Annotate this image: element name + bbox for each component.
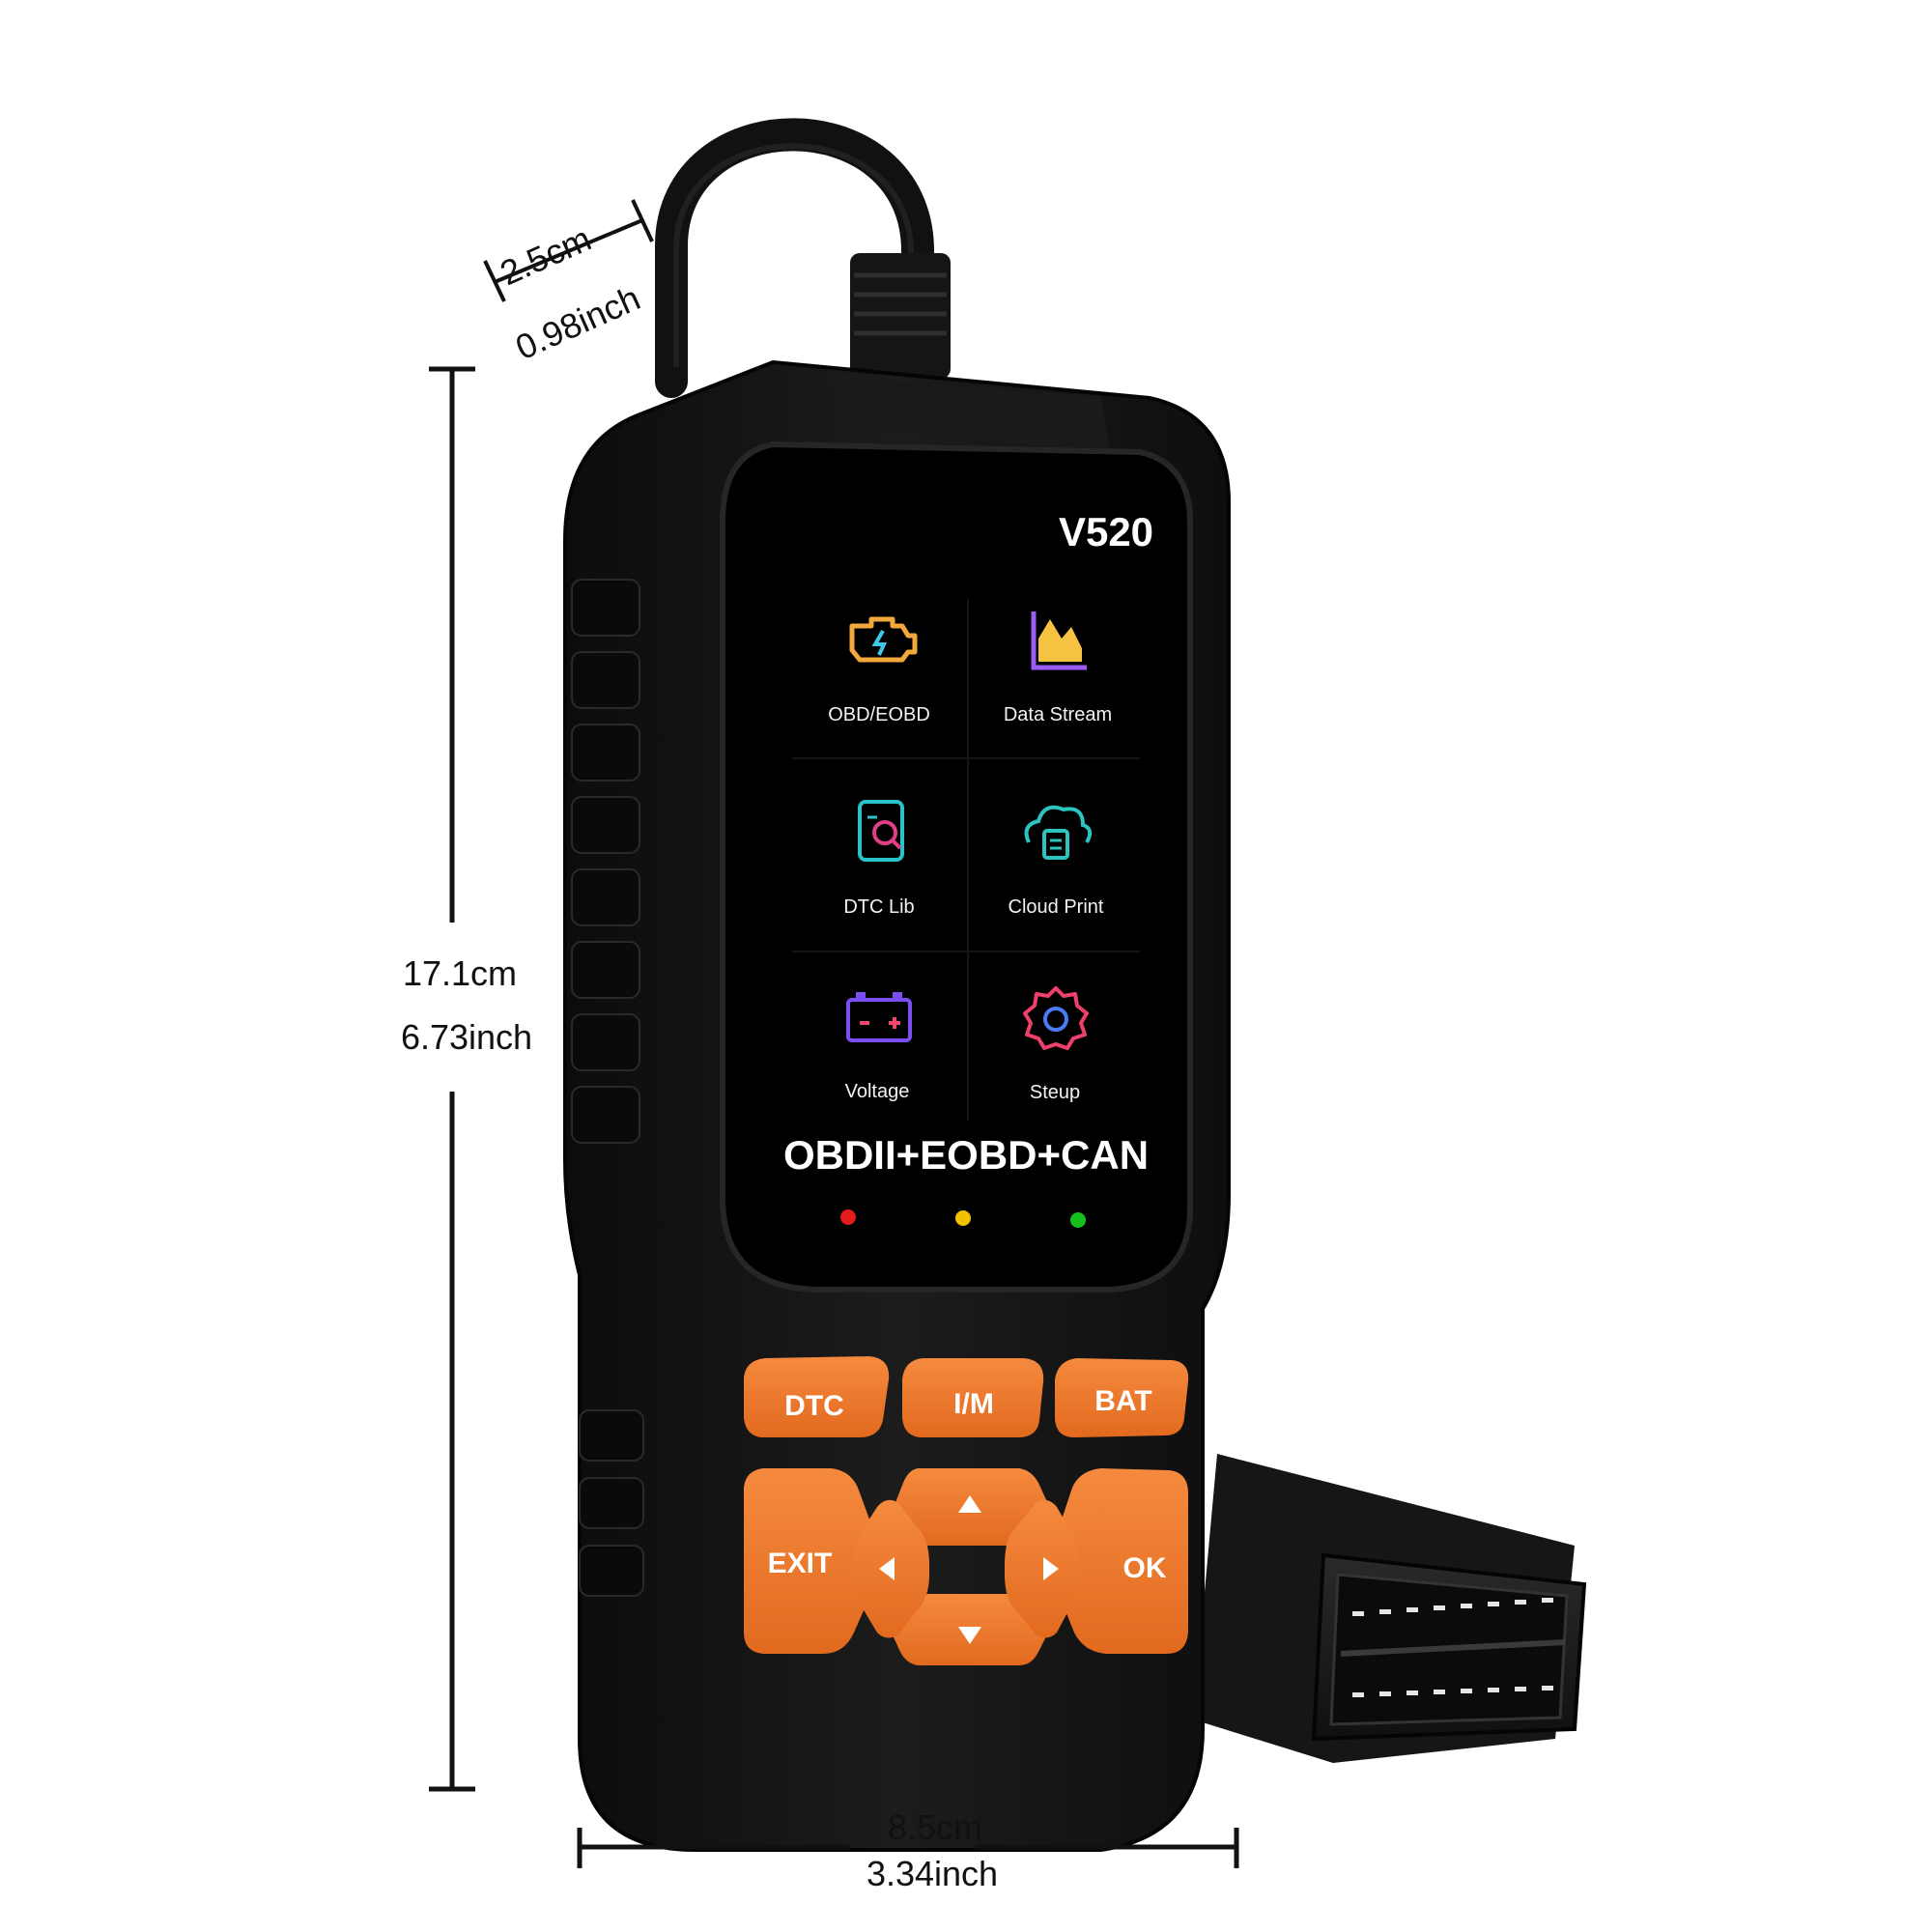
status-led-green bbox=[1070, 1212, 1086, 1228]
bat-button-label: BAT bbox=[1094, 1385, 1151, 1417]
ok-button[interactable]: OK bbox=[1050, 1468, 1188, 1654]
screen: V520 bbox=[720, 440, 1193, 1293]
cable bbox=[655, 118, 951, 398]
grip-ridges bbox=[571, 579, 644, 1597]
bat-button[interactable]: BAT bbox=[1055, 1358, 1189, 1437]
area-chart-icon[interactable] bbox=[1031, 611, 1087, 670]
depth-imperial-label: 0.98inch bbox=[510, 277, 646, 367]
right-arrow-icon bbox=[1043, 1557, 1059, 1580]
app-label-cloud-print: Cloud Print bbox=[1009, 896, 1104, 918]
engine-check-icon[interactable] bbox=[849, 616, 918, 663]
app-label-voltage: Voltage bbox=[845, 1081, 910, 1102]
depth-dimension: 2.5cm 0.98inch bbox=[483, 199, 654, 367]
down-button[interactable] bbox=[888, 1594, 1052, 1665]
exit-button[interactable]: EXIT bbox=[744, 1468, 881, 1654]
keypad: DTC I/M BAT EXIT OK bbox=[744, 1356, 1189, 1665]
obd2-connector bbox=[1193, 1454, 1587, 1763]
height-metric-label: 17.1cm bbox=[403, 953, 517, 993]
left-arrow-icon bbox=[879, 1557, 895, 1580]
app-label-dtc-lib: DTC Lib bbox=[843, 896, 914, 918]
right-button[interactable] bbox=[1005, 1499, 1080, 1638]
width-imperial-label: 3.34inch bbox=[867, 1854, 998, 1893]
up-button[interactable] bbox=[890, 1468, 1054, 1546]
app-label-data-stream: Data Stream bbox=[1004, 704, 1112, 725]
document-search-icon[interactable] bbox=[858, 800, 904, 862]
up-arrow-icon bbox=[958, 1495, 981, 1513]
im-button[interactable]: I/M bbox=[902, 1358, 1044, 1437]
connector-pins bbox=[1352, 1598, 1553, 1697]
status-led-red bbox=[840, 1209, 856, 1225]
down-arrow-icon bbox=[958, 1627, 981, 1644]
battery-icon[interactable] bbox=[846, 992, 912, 1042]
app-label-steup: Steup bbox=[1030, 1082, 1080, 1103]
protocol-banner: OBDII+EOBD+CAN bbox=[783, 1132, 1149, 1178]
dtc-button-label: DTC bbox=[784, 1390, 844, 1422]
depth-metric-label: 2.5cm bbox=[495, 218, 597, 293]
dtc-button[interactable]: DTC bbox=[744, 1356, 890, 1437]
gear-icon[interactable] bbox=[1023, 986, 1089, 1050]
width-dimension: 8.5cm 3.34inch bbox=[577, 1807, 1239, 1893]
im-button-label: I/M bbox=[953, 1388, 994, 1420]
left-button[interactable] bbox=[853, 1499, 929, 1638]
status-led-yellow bbox=[955, 1210, 971, 1226]
cloud-print-icon[interactable] bbox=[1024, 805, 1093, 860]
height-imperial-label: 6.73inch bbox=[401, 1017, 532, 1057]
app-label-obd-eobd: OBD/EOBD bbox=[828, 704, 930, 725]
model-label: V520 bbox=[1059, 509, 1153, 554]
ok-button-label: OK bbox=[1123, 1552, 1167, 1584]
width-metric-label: 8.5cm bbox=[888, 1807, 982, 1847]
height-dimension: 17.1cm 6.73inch bbox=[401, 366, 532, 1792]
exit-button-label: EXIT bbox=[768, 1548, 833, 1579]
